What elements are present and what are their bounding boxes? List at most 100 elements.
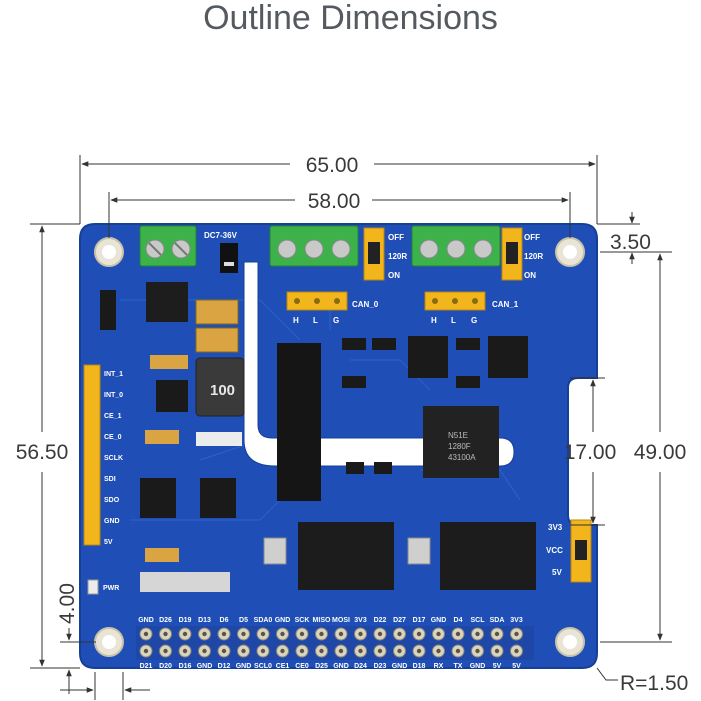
ic-components: N51E 1280F 43100A (263, 336, 536, 590)
gpio-pin-label: D20 (159, 663, 172, 670)
gpio-pin-label: RX (434, 663, 444, 670)
gpio-pin-hole (221, 631, 227, 637)
gpio-pin-label: D26 (159, 617, 172, 624)
gpio-pin-hole (202, 648, 207, 654)
gpio-pin-label: D4 (454, 617, 463, 624)
left-pin-label: 5V (104, 539, 113, 546)
gpio-pin-hole (299, 631, 305, 637)
gpio-pin-hole (280, 648, 285, 654)
can0-h: H (293, 316, 299, 325)
gpio-pin-hole (494, 631, 500, 637)
gpio-pin-label: D12 (218, 663, 231, 670)
gpio-pin-label: D18 (413, 663, 426, 670)
gpio-pin-label: SDA (490, 617, 505, 624)
gpio-pin-hole (260, 648, 266, 654)
gpio-pin-hole (514, 631, 519, 637)
page-title: Outline Dimensions (203, 0, 498, 37)
gpio-pin-label: D23 (374, 663, 387, 670)
dim-hole-offset-side: 4.00 (56, 583, 79, 624)
can1-h: H (431, 316, 437, 325)
gpio-pin-label: D16 (179, 663, 192, 670)
gpio-pin-hole (319, 631, 324, 637)
can0-jumper-120r: 120R (388, 252, 407, 261)
gpio-pin-hole (241, 648, 246, 654)
gpio-pin-hole (260, 631, 266, 637)
vsel-5v: 5V (552, 568, 562, 577)
power-terminal (139, 225, 197, 267)
gpio-pin-hole (143, 648, 149, 654)
gpio-pin-hole (280, 631, 285, 637)
gpio-pin-label: D24 (354, 663, 367, 670)
gpio-pin-label: CE0 (295, 663, 309, 670)
gpio-pin-label: 5V (493, 663, 502, 670)
gpio-pin-hole (338, 631, 344, 637)
gpio-pin-label: SCL (471, 617, 486, 624)
can1-jumper (501, 227, 523, 281)
left-pin-header (83, 364, 101, 546)
dim-hole-offset-top: 3.50 (610, 231, 651, 254)
gpio-pin-label: MISO (313, 617, 331, 624)
dim-width-outer: 65.00 (306, 154, 359, 177)
can1-jumper-120r: 120R (524, 252, 543, 261)
can0-jumper-on: ON (388, 271, 400, 280)
vcc-select-jumper (570, 519, 592, 583)
gpio-pin-hole (377, 648, 383, 654)
gpio-pin-hole (514, 648, 519, 654)
can1-label: CAN_1 (492, 300, 519, 309)
pwr-label: PWR (103, 585, 119, 592)
gpio-pin-hole (416, 648, 422, 654)
diode (220, 243, 238, 273)
gpio-pin-label: D5 (239, 617, 248, 624)
gpio-pin-label: SDA0 (254, 617, 273, 624)
gpio-pin-label: GND (275, 617, 291, 624)
gpio-pin-label: 3V3 (510, 617, 523, 624)
gpio-pin-hole (202, 631, 207, 637)
gpio-pin-hole (182, 648, 188, 654)
gpio-pin-label: 5V (512, 663, 521, 670)
inductor-code: 100 (210, 382, 235, 399)
vsel-3v3: 3V3 (548, 523, 563, 532)
gpio-pin-label: D19 (179, 617, 192, 624)
gpio-pin-label: SCK (295, 617, 310, 624)
gpio-pin-hole (338, 648, 344, 654)
gpio-pin-hole (163, 631, 168, 637)
can1-jumper-on: ON (524, 271, 536, 280)
gpio-pin-hole (475, 648, 480, 654)
can0-jumper (363, 227, 385, 281)
gpio-pin-hole (358, 631, 363, 637)
can1-terminal (411, 225, 501, 267)
gpio-pin-label: D21 (140, 663, 153, 670)
gpio-pin-hole (436, 648, 441, 654)
gpio-pin-label: TX (454, 663, 463, 670)
power-components: 100 (100, 282, 245, 592)
left-pin-label: SDO (104, 497, 120, 504)
gpio-pin-hole (163, 648, 168, 654)
left-pin-label: INT_0 (104, 392, 123, 399)
gpio-pin-hole (358, 648, 363, 654)
can1-l: L (451, 316, 456, 325)
can0-jumper-off: OFF (388, 233, 404, 242)
chip-code: 43100A (448, 453, 476, 462)
gpio-pin-label: GND (138, 617, 154, 624)
can0-g: G (333, 316, 339, 325)
left-pin-label: SDI (104, 476, 116, 483)
gpio-pin-hole (475, 631, 480, 637)
gpio-pin-hole (455, 648, 461, 654)
gpio-header (136, 626, 534, 660)
can0-terminal (269, 225, 359, 267)
can0-l: L (313, 316, 318, 325)
can1-hlg-header (424, 291, 486, 311)
gpio-pin-hole (377, 631, 383, 637)
gpio-pin-label: SCL0 (254, 663, 272, 670)
gpio-pin-label: D22 (374, 617, 387, 624)
can0-hlg-header (286, 291, 348, 311)
gpio-pin-hole (221, 648, 227, 654)
chip-code: N51E (448, 431, 468, 440)
gpio-pin-hole (241, 631, 246, 637)
gpio-pin-hole (319, 648, 324, 654)
gpio-pin-hole (397, 648, 402, 654)
vsel-vcc: VCC (546, 546, 563, 555)
